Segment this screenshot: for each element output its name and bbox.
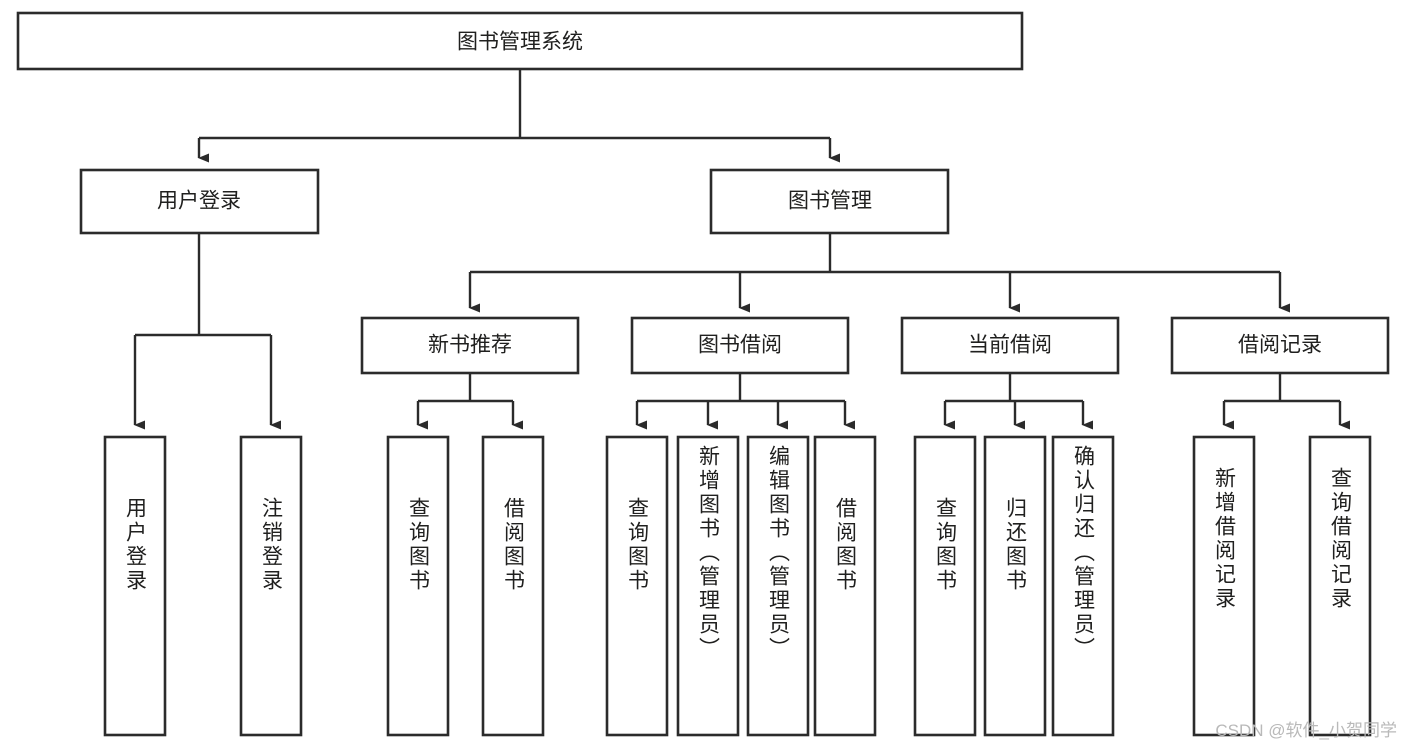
leaf-box-user-login-1[interactable] xyxy=(103,435,167,737)
leaf-box-current-borrow-2[interactable] xyxy=(983,435,1047,737)
node-book-borrow-label: 图书借阅 xyxy=(698,334,782,357)
node-current-borrow-box[interactable] xyxy=(900,316,1120,375)
leaf-box-book-borrow-2[interactable] xyxy=(676,435,740,737)
node-book-manage-label: 图书管理 xyxy=(788,190,872,213)
node-book-borrow-box[interactable] xyxy=(630,316,850,375)
node-borrow-record-box[interactable] xyxy=(1170,316,1390,375)
leaf-box-book-borrow-1[interactable] xyxy=(605,435,669,737)
node-borrow-record-label: 借阅记录 xyxy=(1238,334,1322,357)
watermark-label: CSDN @软件_小贺同学 xyxy=(1215,721,1397,740)
leaf-box-new-book-1[interactable] xyxy=(386,435,450,737)
node-root-box[interactable] xyxy=(16,11,1024,71)
leaf-box-current-borrow-3[interactable] xyxy=(1051,435,1115,737)
connector-layer xyxy=(133,69,1350,430)
node-layer: 图书管理系统 用户登录 图书管理 新书推荐 图书借阅 当前借阅 借阅记录 xyxy=(16,11,1390,737)
leaf-box-current-borrow-1[interactable] xyxy=(913,435,977,737)
leaf-box-new-book-2[interactable] xyxy=(481,435,545,737)
node-current-borrow-label: 当前借阅 xyxy=(968,334,1052,357)
node-new-book-recommend-box[interactable] xyxy=(360,316,580,375)
leaf-box-user-login-2[interactable] xyxy=(239,435,303,737)
node-book-manage-box[interactable] xyxy=(709,168,950,235)
leaf-box-borrow-record-2[interactable] xyxy=(1308,435,1372,737)
leaf-box-borrow-record-1[interactable] xyxy=(1192,435,1256,737)
node-user-login-label: 用户登录 xyxy=(157,190,241,213)
node-new-book-recommend-label: 新书推荐 xyxy=(428,334,512,357)
leaf-box-book-borrow-4[interactable] xyxy=(813,435,877,737)
leaf-box-book-borrow-3[interactable] xyxy=(746,435,810,737)
node-user-login-box[interactable] xyxy=(79,168,320,235)
node-root-label: 图书管理系统 xyxy=(457,31,583,54)
